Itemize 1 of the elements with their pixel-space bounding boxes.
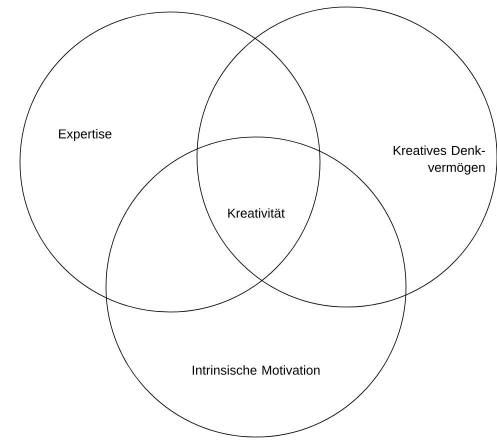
center-label: Kreativität: [228, 208, 285, 218]
